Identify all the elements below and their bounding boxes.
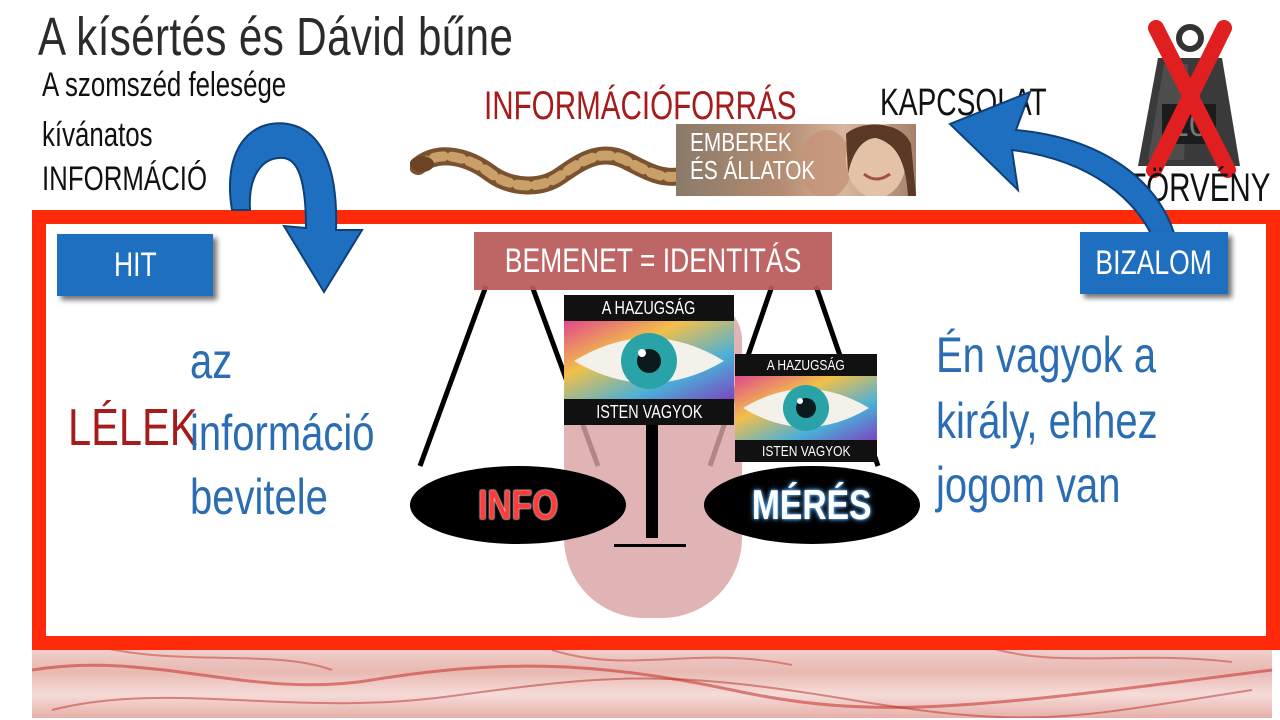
left-heading-line3: INFORMÁCIÓ	[42, 160, 208, 198]
king-statement-line2: király, ehhez	[936, 393, 1158, 449]
left-heading-line2: kívánatos	[42, 116, 153, 154]
photo-caption-line1: EMBEREK	[690, 127, 792, 157]
nose-line	[646, 418, 658, 538]
input-identity-label: BEMENET = IDENTITÁS	[504, 241, 802, 280]
info-input-line1: az	[190, 333, 233, 389]
mouth-line	[614, 544, 686, 547]
page-title: A kísértés és Dávid bűne	[38, 7, 514, 67]
info-ellipse-label: INFO	[477, 481, 559, 528]
connector-line	[417, 285, 489, 467]
left-heading-line1: A szomszéd felesége	[42, 66, 287, 104]
info-input-line3: bevitele	[190, 469, 328, 525]
info-ellipse: INFO	[410, 466, 626, 544]
brain-background	[32, 640, 1272, 718]
measure-ellipse-label: MÉRÉS	[752, 481, 872, 528]
curved-down-arrow-icon	[229, 122, 364, 294]
law-weight-icon: 10	[1138, 20, 1240, 178]
trust-box: BIZALOM	[1080, 232, 1228, 294]
eye-card-top-label: A HAZUGSÁG	[735, 354, 877, 376]
photo-caption-line2: ÉS ÁLLATOK	[690, 155, 816, 185]
snake-image	[410, 146, 690, 195]
eye-card-top-label: A HAZUGSÁG	[564, 295, 734, 321]
measure-ellipse: MÉRÉS	[704, 466, 920, 544]
photo-caption: EMBEREK ÉS ÁLLATOK	[690, 128, 815, 184]
king-statement-line3: jogom van	[936, 457, 1121, 513]
faith-box: HIT	[57, 234, 213, 296]
eye-card-bottom-label: ISTEN VAGYOK	[564, 399, 734, 425]
people-photo	[676, 124, 916, 196]
input-identity-box: BEMENET = IDENTITÁS	[474, 232, 832, 290]
soul-label: LÉLEK	[68, 399, 198, 457]
eye-card: A HAZUGSÁG ISTEN VAGYOK	[564, 295, 734, 425]
info-input-line2: információ	[190, 405, 375, 461]
eye-card-bottom-label: ISTEN VAGYOK	[735, 440, 877, 462]
eye-card: A HAZUGSÁG ISTEN VAGYOK	[735, 354, 877, 462]
trust-to-connection-arrow-icon	[948, 90, 1178, 248]
king-statement-line1: Én vagyok a	[936, 327, 1157, 383]
trust-label: BIZALOM	[1095, 243, 1213, 282]
faith-label: HIT	[113, 245, 157, 284]
information-source-label: INFORMÁCIÓFORRÁS	[484, 84, 797, 128]
